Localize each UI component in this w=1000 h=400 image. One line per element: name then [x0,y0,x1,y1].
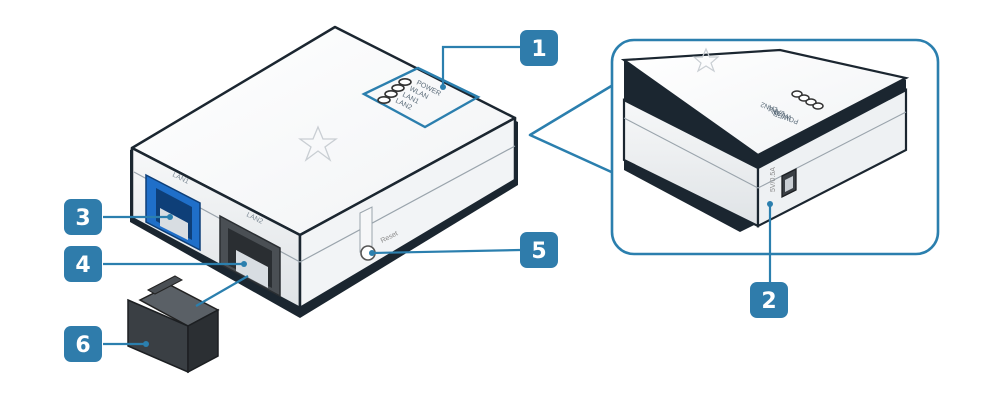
power-port-label: 5V/0.5A [770,167,777,192]
badge-4: 4 [64,246,102,282]
star-logo-icon [298,125,338,162]
zoom-callout: LAN2 LAN1 WLAN POWER 5V/0.5A [528,38,940,256]
badge-1-label: 1 [531,37,546,62]
port-cap [127,275,220,374]
lan2-port[interactable]: LAN2 [219,212,281,298]
leader-5 [371,248,521,255]
zoom-star-logo-icon [692,47,720,73]
zoom-pointer [528,80,620,177]
led-highlight-box [361,66,481,129]
led-panel: POWER WLAN LAN1 LAN2 [361,66,481,129]
badge-6-label: 6 [75,333,90,358]
device-right-face [298,116,517,310]
badge-1: 1 [520,30,558,66]
led-lan2-icon [377,96,391,105]
leader-6b [195,275,249,307]
zoom-device [620,48,910,232]
led-power-icon [398,78,412,87]
leader-dots [143,84,773,347]
badge-2-label: 2 [761,289,776,314]
badge-5-label: 5 [531,239,546,264]
main-device: POWER WLAN LAN1 LAN2 LAN1 LAN2 Reset [130,25,518,318]
badge-4-label: 4 [75,253,90,278]
led-indicators [377,78,412,105]
badge-6: 6 [64,326,102,362]
zoom-led-indicators [791,90,824,110]
leader-lines [103,45,772,346]
led-wlan-icon [391,84,405,93]
badge-3: 3 [64,199,102,235]
badge-5: 5 [520,232,558,268]
badge-2: 2 [750,282,788,318]
power-port[interactable]: 5V/0.5A [770,167,797,199]
led-lan1-icon [384,90,398,99]
leader-1 [441,45,521,86]
badge-3-label: 3 [75,206,90,231]
